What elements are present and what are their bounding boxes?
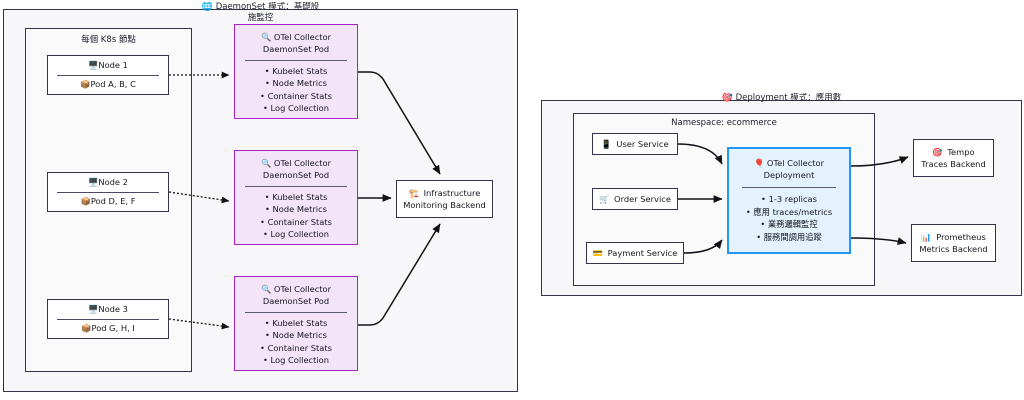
- desktop-icon: 🖥️: [88, 59, 99, 70]
- backend-line1: 🎯 Tempo: [932, 147, 975, 157]
- right-panel-title-text: Deployment 模式：應用數: [735, 93, 842, 103]
- pod-title: 🔍 OTel Collector DaemonSet Pod: [235, 157, 357, 181]
- mobile-phone-icon: 📱: [601, 139, 612, 149]
- pod-bullets: • Kubelet Stats • Node Metrics • Contain…: [235, 65, 357, 114]
- node-pods-label: Pod G, H, I: [91, 323, 135, 334]
- service-label: 📱 User Service: [601, 139, 669, 149]
- node-pods: 📦 Pod D, E, F: [48, 193, 168, 212]
- pod-title: 🔍 OTel Collector DaemonSet Pod: [235, 31, 357, 55]
- right-panel-title: 🎯 Deployment 模式：應用數: [542, 93, 1021, 104]
- pod-bullet: • Log Collection: [262, 354, 330, 365]
- left-panel-title: 🌐 DaemonSet 模式：基礎設 施監控: [4, 2, 517, 24]
- left-panel-title-line1: DaemonSet 模式：基礎設: [215, 2, 320, 12]
- deployment-title-line2: Deployment: [763, 170, 815, 180]
- shopping-cart-icon: 🛒: [599, 194, 610, 204]
- pod-bullet: • Kubelet Stats: [264, 192, 328, 202]
- deployment-bullets: • 1-3 replicas • 應用 traces/metrics • 業務邏…: [729, 193, 849, 243]
- balloon-icon: 🎈: [753, 158, 765, 168]
- node-box[interactable]: 🖥️ Node 2 📦 Pod D, E, F: [47, 172, 169, 212]
- magnifier-icon: 🔍: [260, 158, 272, 168]
- divider: [57, 191, 159, 193]
- namespace-label: Namespace: ecommerce: [671, 118, 777, 128]
- otel-collector-deployment[interactable]: 🎈 OTel Collector Deployment • 1-3 replic…: [727, 147, 851, 254]
- tempo-traces-backend[interactable]: 🎯 Tempo Traces Backend: [913, 139, 994, 177]
- package-icon: 📦: [81, 323, 92, 334]
- pod-bullets: • Kubelet Stats • Node Metrics • Contain…: [235, 191, 357, 240]
- node-header: 🖥️ Node 3: [48, 300, 168, 319]
- node-name: Node 2: [98, 176, 128, 187]
- deployment-title-line1: OTel Collector: [766, 158, 825, 168]
- pod-title-line2: DaemonSet Pod: [262, 44, 330, 54]
- node-pods-label: Pod A, B, C: [90, 79, 136, 90]
- infrastructure-monitoring-backend[interactable]: 🏗️ Infrastructure Monitoring Backend: [396, 180, 493, 218]
- pod-bullet: • Node Metrics: [265, 330, 327, 341]
- magnifier-icon: 🔍: [260, 284, 272, 294]
- crane-icon: 🏗️: [408, 188, 419, 198]
- pod-bullet: • Node Metrics: [265, 204, 327, 215]
- backend-line1: 🏗️ Infrastructure: [408, 188, 481, 198]
- node-pods-label: Pod D, E, F: [90, 196, 136, 207]
- pod-bullet: • Log Collection: [262, 228, 330, 239]
- pod-title: 🔍 OTel Collector DaemonSet Pod: [235, 283, 357, 307]
- package-icon: 📦: [80, 196, 91, 207]
- pod-title-line2: DaemonSet Pod: [262, 296, 330, 306]
- pod-bullet: • Container Stats: [260, 216, 332, 227]
- backend-line2: Traces Backend: [921, 159, 986, 169]
- deployment-bullet: • 應用 traces/metrics: [745, 206, 833, 217]
- node-pods: 📦 Pod A, B, C: [48, 76, 168, 95]
- node-name: Node 1: [98, 59, 128, 70]
- pod-title-line1: OTel Collector: [273, 158, 332, 168]
- backend-line2: Monitoring Backend: [403, 200, 486, 210]
- service-box-user[interactable]: 📱 User Service: [592, 133, 678, 155]
- node-box[interactable]: 🖥️ Node 3 📦 Pod G, H, I: [47, 299, 169, 339]
- left-panel-title-line2: 施監控: [247, 13, 274, 23]
- prometheus-metrics-backend[interactable]: 📊 Prometheus Metrics Backend: [911, 224, 996, 262]
- magnifier-icon: 🔍: [260, 32, 272, 42]
- node-header: 🖥️ Node 1: [48, 56, 168, 75]
- node-box[interactable]: 🖥️ Node 1 📦 Pod A, B, C: [47, 55, 169, 95]
- desktop-icon: 🖥️: [88, 303, 99, 314]
- pod-bullet: • Container Stats: [260, 90, 332, 101]
- pod-title-line1: OTel Collector: [273, 32, 332, 42]
- target-icon: 🎯: [721, 93, 733, 103]
- divider: [57, 318, 159, 320]
- credit-card-icon: 💳: [592, 248, 604, 258]
- pod-bullet: • Log Collection: [262, 102, 330, 113]
- service-box-payment[interactable]: 💳 Payment Service: [586, 242, 684, 264]
- pod-title-line2: DaemonSet Pod: [262, 170, 330, 180]
- pod-bullets: • Kubelet Stats • Node Metrics • Contain…: [235, 317, 357, 366]
- deployment-bullet: • 服務間調用追蹤: [756, 231, 822, 242]
- service-label: 🛒 Order Service: [599, 194, 671, 204]
- package-icon: 📦: [80, 79, 91, 90]
- backend-line2: Metrics Backend: [919, 244, 988, 254]
- node-pods: 📦 Pod G, H, I: [48, 320, 168, 339]
- divider: [742, 187, 836, 188]
- pod-bullet: • Kubelet Stats: [264, 66, 328, 76]
- divider: [245, 312, 347, 313]
- pod-title-line1: OTel Collector: [273, 284, 332, 294]
- deployment-bullet: • 業務邏輯監控: [760, 219, 818, 230]
- pod-bullet: • Node Metrics: [265, 78, 327, 89]
- target-icon: 🎯: [932, 147, 943, 157]
- desktop-icon: 🖥️: [88, 176, 99, 187]
- service-box-order[interactable]: 🛒 Order Service: [592, 188, 678, 210]
- deployment-title: 🎈 OTel Collector Deployment: [729, 157, 849, 181]
- otel-collector-daemonset-pod[interactable]: 🔍 OTel Collector DaemonSet Pod • Kubelet…: [234, 24, 358, 119]
- otel-collector-daemonset-pod[interactable]: 🔍 OTel Collector DaemonSet Pod • Kubelet…: [234, 276, 358, 371]
- backend-line1: 📊 Prometheus: [921, 232, 986, 242]
- bar-chart-icon: 📊: [921, 232, 932, 242]
- k8s-nodes-subgraph-title: 每個 K8s 節點: [81, 35, 136, 45]
- node-name: Node 3: [98, 303, 128, 314]
- service-label: 💳 Payment Service: [592, 248, 678, 258]
- divider: [57, 74, 159, 76]
- otel-collector-daemonset-pod[interactable]: 🔍 OTel Collector DaemonSet Pod • Kubelet…: [234, 150, 358, 245]
- divider: [245, 60, 347, 61]
- pod-bullet: • Kubelet Stats: [264, 318, 328, 328]
- node-header: 🖥️ Node 2: [48, 173, 168, 192]
- pod-bullet: • Container Stats: [260, 342, 332, 353]
- divider: [245, 186, 347, 187]
- globe-icon: 🌐: [201, 2, 213, 12]
- deployment-bullet: • 1-3 replicas: [761, 194, 817, 204]
